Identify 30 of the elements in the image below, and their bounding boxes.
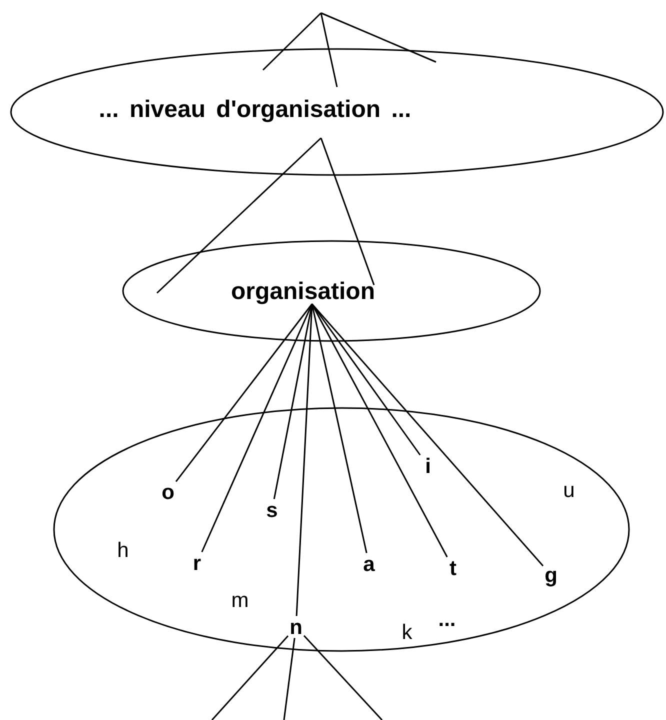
connector-line — [283, 638, 296, 720]
letter: n — [288, 616, 304, 638]
letter: o — [160, 481, 176, 503]
letter: a — [361, 553, 377, 575]
connector-line — [175, 304, 313, 482]
letter: u — [561, 479, 577, 501]
connector-line — [273, 304, 313, 500]
connector-line — [211, 635, 289, 720]
node-label: ... niveau d'organisation ... — [98, 98, 412, 122]
connector-line — [320, 138, 375, 286]
connector-line — [303, 635, 383, 720]
letter: ... — [436, 608, 458, 630]
letter: m — [232, 589, 248, 611]
connector-line — [320, 12, 436, 63]
connector-line — [320, 12, 338, 88]
letter: r — [189, 552, 205, 574]
connector-line — [201, 304, 313, 552]
letter: t — [445, 557, 461, 579]
connector-line — [311, 304, 368, 554]
letter: k — [399, 621, 415, 643]
letter: i — [420, 455, 436, 477]
letter: g — [543, 564, 559, 586]
connector-line — [156, 137, 322, 294]
connector-line — [311, 304, 421, 456]
connector-line — [311, 304, 448, 558]
connector-line — [311, 304, 544, 566]
node-label: organisation — [231, 280, 375, 304]
letter: s — [264, 499, 280, 521]
connector-line — [262, 12, 322, 71]
letter: h — [115, 539, 131, 561]
